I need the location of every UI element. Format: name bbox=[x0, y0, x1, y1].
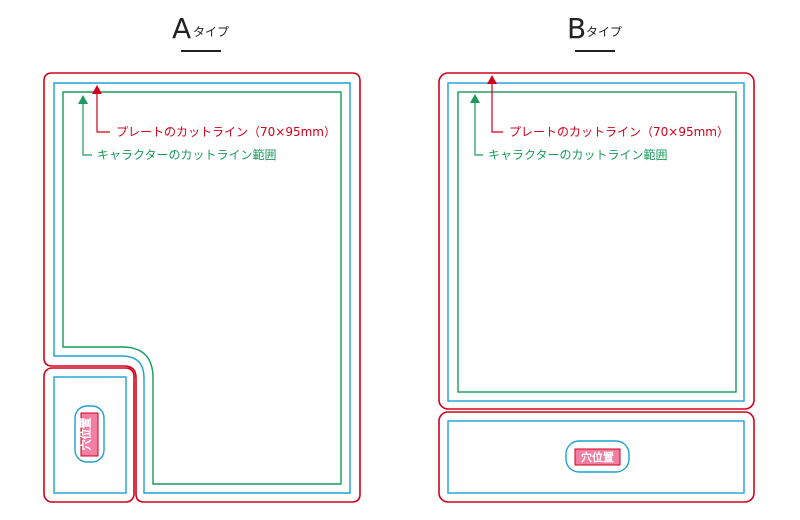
type-a-character-leader bbox=[82, 104, 92, 156]
type-a-plate-outline bbox=[43, 72, 361, 503]
type-b-hole-fill bbox=[574, 448, 621, 466]
type-b-hole-outline bbox=[565, 440, 630, 473]
type-a-hole-outline bbox=[74, 405, 105, 463]
type-b-blue-outline bbox=[447, 82, 745, 402]
type-a-tag-blue-outline bbox=[53, 376, 127, 494]
type-a-letter: A bbox=[172, 12, 191, 45]
type-b-plate-leader bbox=[491, 84, 503, 133]
type-b-character-outline bbox=[457, 91, 737, 393]
type-b-tag-blue-outline bbox=[447, 420, 745, 494]
type-a-plate-label: プレートのカットライン（70×95mm） bbox=[116, 125, 336, 139]
type-a-blue-outline bbox=[53, 82, 351, 494]
type-b-hole-label: 穴位置 bbox=[581, 450, 614, 464]
type-a-hole-label: 穴位置 bbox=[79, 418, 93, 451]
type-b-tag-outline bbox=[438, 411, 755, 503]
type-a-hole-fill bbox=[80, 412, 99, 457]
type-a-tag-outline bbox=[43, 367, 135, 503]
type-a-suffix: タイプ bbox=[193, 25, 229, 39]
type-a-panel: A タイプ 穴位置 プレートのカットライン（70×95mm） キャラクターのカッ… bbox=[43, 12, 361, 503]
type-b-plate-outline bbox=[438, 72, 755, 410]
type-a-character-arrow-icon bbox=[78, 95, 88, 104]
type-b-character-arrow-icon bbox=[470, 94, 480, 103]
type-b-panel: B タイプ 穴位置 プレートのカットライン（70×95mm） キャラクターのカッ… bbox=[438, 12, 755, 503]
type-b-plate-arrow-icon bbox=[487, 75, 497, 84]
type-b-suffix: タイプ bbox=[586, 25, 622, 39]
type-a-character-outline bbox=[62, 91, 342, 485]
type-a-character-label: キャラクターのカットライン範囲 bbox=[97, 147, 277, 162]
type-a-plate-arrow-icon bbox=[92, 85, 102, 94]
type-a-plate-leader bbox=[96, 94, 110, 133]
type-b-letter: B bbox=[567, 12, 586, 45]
type-b-character-label: キャラクターのカットライン範囲 bbox=[488, 147, 668, 162]
type-b-character-leader bbox=[474, 103, 483, 156]
type-b-plate-label: プレートのカットライン（70×95mm） bbox=[509, 125, 729, 139]
